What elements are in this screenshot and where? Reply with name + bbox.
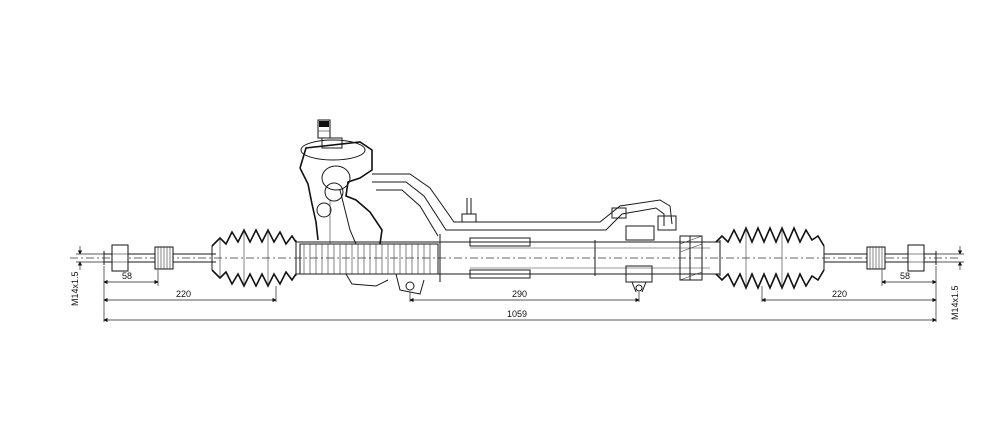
left-mount bbox=[395, 273, 425, 295]
dim-center-mount-spacing: 290 bbox=[512, 289, 527, 299]
valve-body bbox=[299, 139, 389, 287]
dim-left-boot-length: 220 bbox=[176, 289, 191, 299]
dim-right-tie-rod-end: 58 bbox=[900, 271, 910, 281]
piston-seal-upper bbox=[469, 237, 531, 247]
left-tie-rod bbox=[103, 244, 216, 272]
left-bellows-boot bbox=[211, 228, 297, 288]
dim-overall-length: 1059 bbox=[507, 309, 527, 319]
right-mount bbox=[625, 265, 653, 293]
right-bellows-boot bbox=[715, 225, 825, 291]
left-tie-rod-nut bbox=[111, 244, 129, 272]
dim-right-boot-length: 220 bbox=[832, 289, 847, 299]
piston-seal-lower bbox=[469, 269, 531, 279]
dim-left-tie-rod-end: 58 bbox=[122, 271, 132, 281]
dim-left-thread: M14x1.5 bbox=[70, 271, 80, 306]
input-shaft bbox=[317, 119, 343, 149]
dim-right-thread: M14x1.5 bbox=[950, 285, 960, 320]
dimension-lines bbox=[76, 246, 964, 323]
bleed-nipple bbox=[461, 198, 477, 223]
rack-gear-teeth bbox=[299, 243, 439, 275]
valve-port-upper bbox=[324, 182, 344, 202]
right-tie-rod bbox=[824, 244, 937, 272]
hydraulic-lines bbox=[372, 173, 677, 241]
right-tie-rod-nut bbox=[907, 244, 925, 272]
valve-port-lower bbox=[316, 202, 332, 218]
